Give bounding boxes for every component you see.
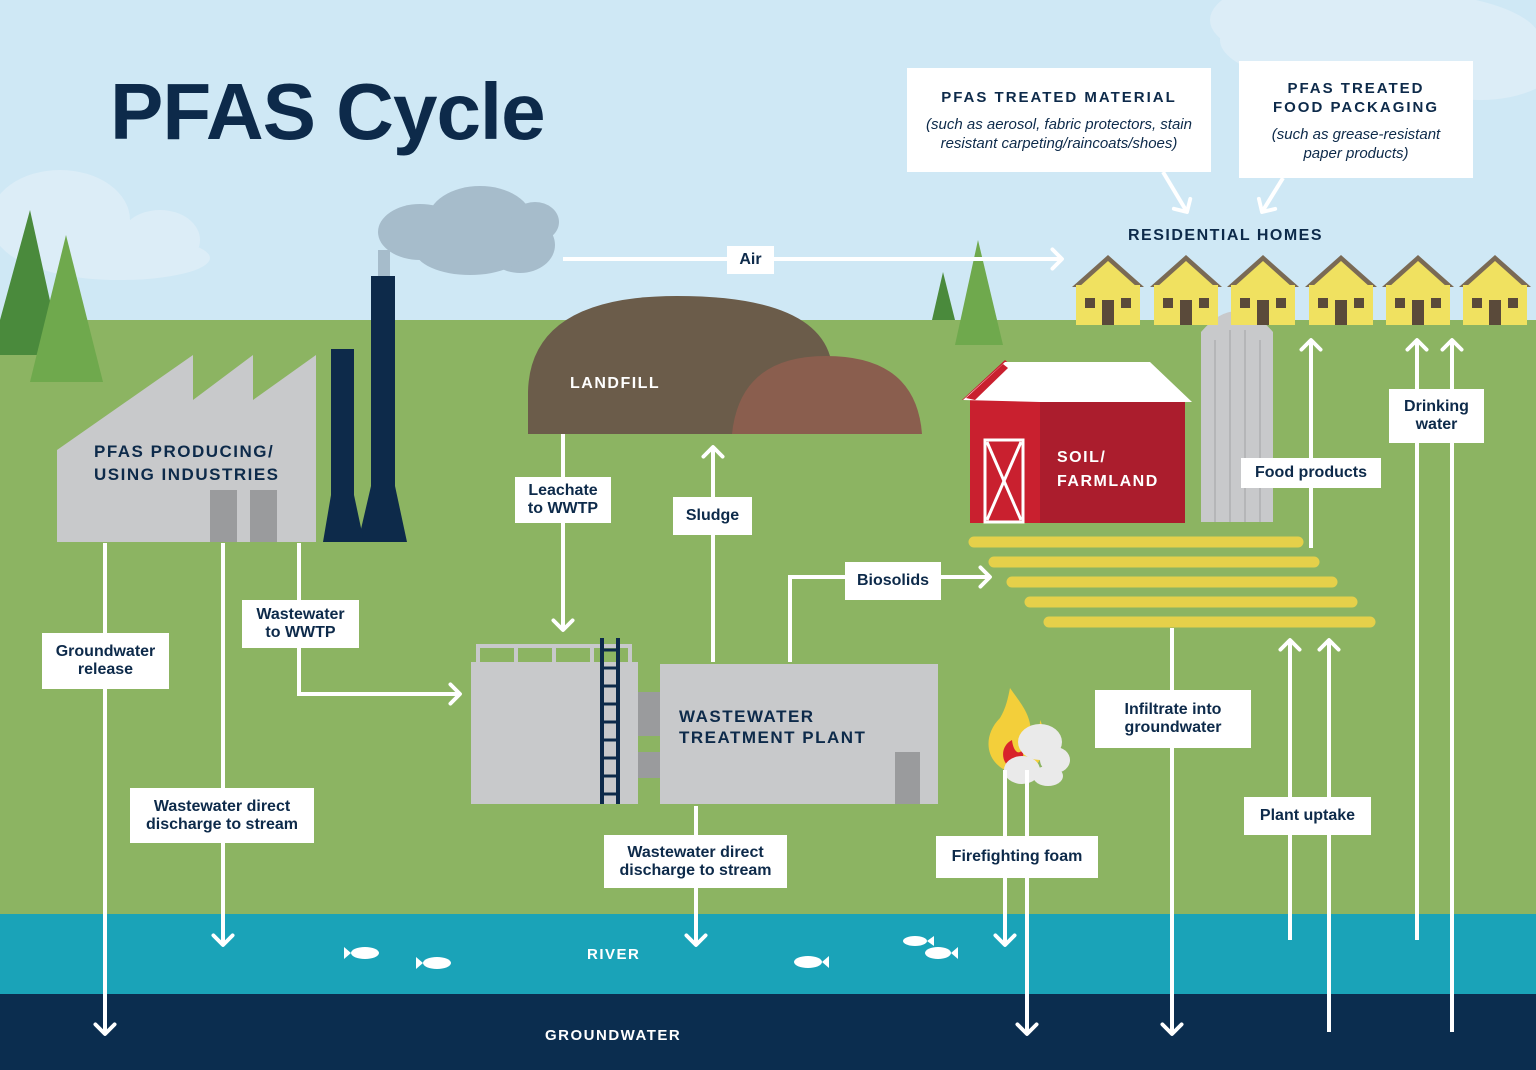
silo — [1201, 311, 1273, 522]
note-material-title: PFAS TREATED MATERIAL — [941, 89, 1177, 106]
house — [1305, 255, 1377, 325]
groundwater-band — [0, 994, 1536, 1070]
tree — [955, 240, 1003, 345]
house — [1227, 255, 1299, 325]
fish-group — [344, 936, 958, 969]
note-treated-material: PFAS TREATED MATERIAL (such as aerosol, … — [907, 68, 1211, 172]
arrow-material — [1161, 170, 1193, 214]
smokestack — [358, 276, 407, 542]
leachate-label: Leachate to WWTP — [515, 477, 611, 523]
river-label: RIVER — [587, 946, 641, 963]
firefighting-foam-label: Firefighting foam — [936, 836, 1098, 878]
fish — [794, 956, 829, 968]
landfill-label: LANDFILL — [570, 375, 661, 392]
fish — [416, 957, 451, 969]
residential-houses — [1072, 255, 1531, 325]
smoke — [378, 186, 559, 280]
note-material-subtitle: (such as aerosol, fabric protectors, sta… — [926, 116, 1192, 152]
wwtp-label: WASTEWATER TREATMENT PLANT — [679, 707, 867, 747]
note-packaging-subtitle: (such as grease-resistant paper products… — [1271, 126, 1441, 162]
house — [1150, 255, 1222, 325]
field-rows — [968, 536, 1376, 628]
factory-door — [210, 490, 237, 542]
biosolids-label: Biosolids — [845, 562, 941, 600]
industry-direct-discharge-label: Wastewater direct discharge to stream — [130, 788, 314, 843]
house — [1459, 255, 1531, 325]
tree — [932, 272, 955, 320]
wastewater-to-wwtp-label: Wastewater to WWTP — [242, 600, 359, 648]
fire-icon — [988, 688, 1070, 786]
fish — [344, 947, 379, 959]
groundwater-label: GROUNDWATER — [545, 1027, 682, 1044]
plant-direct-discharge-label: Wastewater direct discharge to stream — [604, 835, 787, 888]
factory-door — [250, 490, 277, 542]
page-title: PFAS Cycle — [110, 67, 546, 156]
note-packaging-title: PFAS TREATED FOOD PACKAGING — [1272, 80, 1440, 116]
industry-label: PFAS PRODUCING/ USING INDUSTRIES — [94, 442, 280, 484]
groundwater-release-label: Groundwater release — [42, 633, 169, 689]
treatment-plant — [471, 638, 938, 804]
house — [1382, 255, 1454, 325]
river-band — [0, 914, 1536, 996]
arrow-packaging — [1256, 176, 1285, 214]
food-products-label: Food products — [1241, 458, 1381, 488]
farmland-label: SOIL/ FARMLAND — [1057, 449, 1159, 490]
air-label: Air — [727, 246, 774, 274]
sludge-label: Sludge — [673, 497, 752, 535]
house — [1072, 255, 1144, 325]
silo-lines — [1214, 330, 1261, 522]
arrow-wastewater-wwtp — [297, 543, 462, 706]
plant-uptake-label: Plant uptake — [1244, 797, 1371, 835]
tree — [30, 235, 103, 382]
infiltrate-label: Infiltrate into groundwater — [1095, 690, 1251, 748]
landfill-mound-small — [732, 356, 922, 434]
fish — [903, 936, 934, 946]
drinking-water-label: Drinking water — [1389, 389, 1484, 443]
smokestack — [323, 349, 364, 542]
note-food-packaging: PFAS TREATED FOOD PACKAGING (such as gre… — [1239, 61, 1473, 178]
barn — [962, 360, 1192, 524]
residential-homes-label: RESIDENTIAL HOMES — [1128, 227, 1323, 244]
fish — [925, 947, 958, 959]
